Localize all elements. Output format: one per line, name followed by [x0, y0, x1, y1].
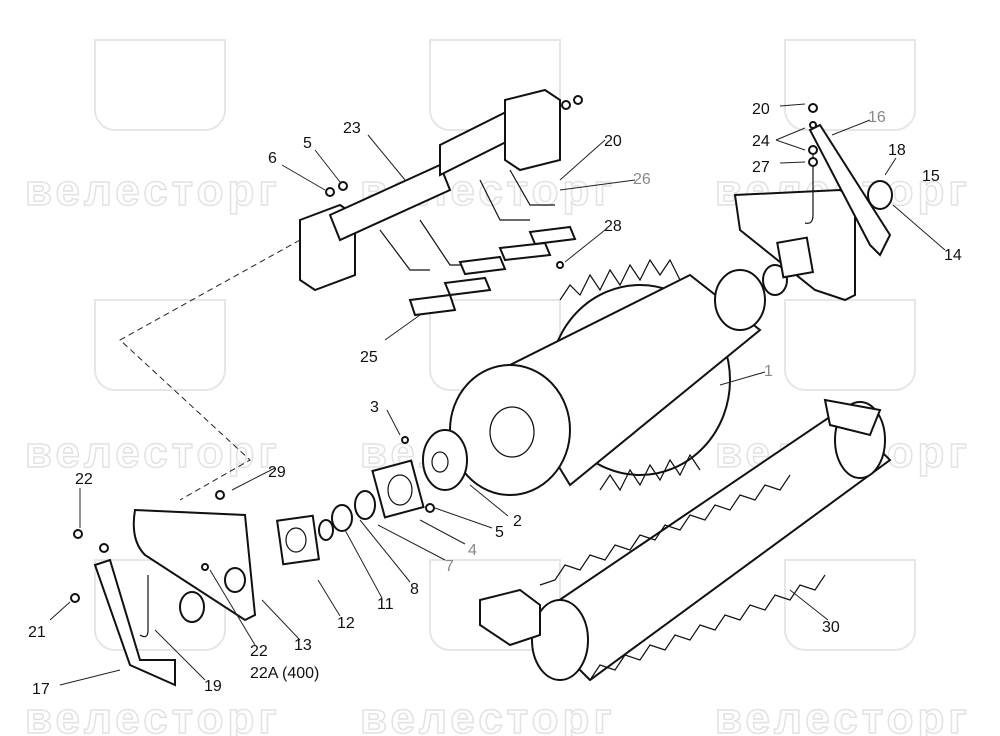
label-23: 23	[343, 120, 361, 137]
label-5: 5	[303, 135, 312, 152]
label-11: 11	[377, 596, 394, 613]
svg-text:велесторг: велесторг	[715, 694, 971, 736]
nut-6	[325, 187, 335, 197]
label-28: 28	[604, 218, 622, 235]
label-29: 29	[268, 464, 286, 481]
label-2: 2	[513, 513, 522, 530]
label-24: 24	[752, 133, 770, 150]
svg-text:велесторг: велесторг	[360, 694, 616, 736]
label-7: 7	[445, 558, 454, 575]
label-26: 26	[633, 171, 651, 188]
label-17: 17	[32, 681, 50, 698]
roller-30	[479, 398, 892, 682]
label-20b: 20	[604, 133, 622, 150]
bearing-assembly	[275, 429, 468, 566]
label-22b: 22	[250, 643, 268, 660]
label-13: 13	[294, 637, 312, 654]
label-16: 16	[868, 109, 886, 126]
svg-text:велесторг: велесторг	[25, 694, 281, 736]
label-4: 4	[468, 542, 477, 559]
washer-top	[573, 95, 583, 105]
frame-part-23	[299, 88, 561, 292]
label-19: 19	[204, 678, 222, 695]
label-8: 8	[410, 581, 419, 598]
part-labels: 20 16 24 18 27 15 14 23 5 6 20 26 28 25 …	[28, 101, 962, 698]
label-5b: 5	[495, 524, 504, 541]
label-30: 30	[822, 619, 840, 636]
packer-drum-1	[449, 258, 788, 496]
label-15: 15	[922, 168, 940, 185]
right-side-plate	[733, 103, 893, 302]
clamp-plates-25	[408, 225, 577, 317]
label-12: 12	[337, 615, 355, 632]
label-25: 25	[360, 349, 378, 366]
label-18: 18	[888, 142, 906, 159]
label-21: 21	[28, 624, 46, 641]
label-22: 22	[75, 471, 93, 488]
bolt-28	[556, 261, 564, 269]
label-27: 27	[752, 159, 770, 176]
label-3: 3	[370, 399, 379, 416]
washer-5	[338, 181, 348, 191]
leader-lines	[49, 103, 946, 686]
label-20: 20	[752, 101, 770, 118]
svg-text:велесторг: велесторг	[25, 428, 281, 477]
left-side-plate-13	[70, 490, 257, 687]
label-14: 14	[944, 247, 962, 264]
label-1: 1	[764, 363, 773, 380]
svg-text:велесторг: велесторг	[25, 166, 281, 215]
nut-top	[561, 100, 571, 110]
label-22a-400: 22A (400)	[250, 665, 319, 682]
label-6: 6	[268, 150, 277, 167]
